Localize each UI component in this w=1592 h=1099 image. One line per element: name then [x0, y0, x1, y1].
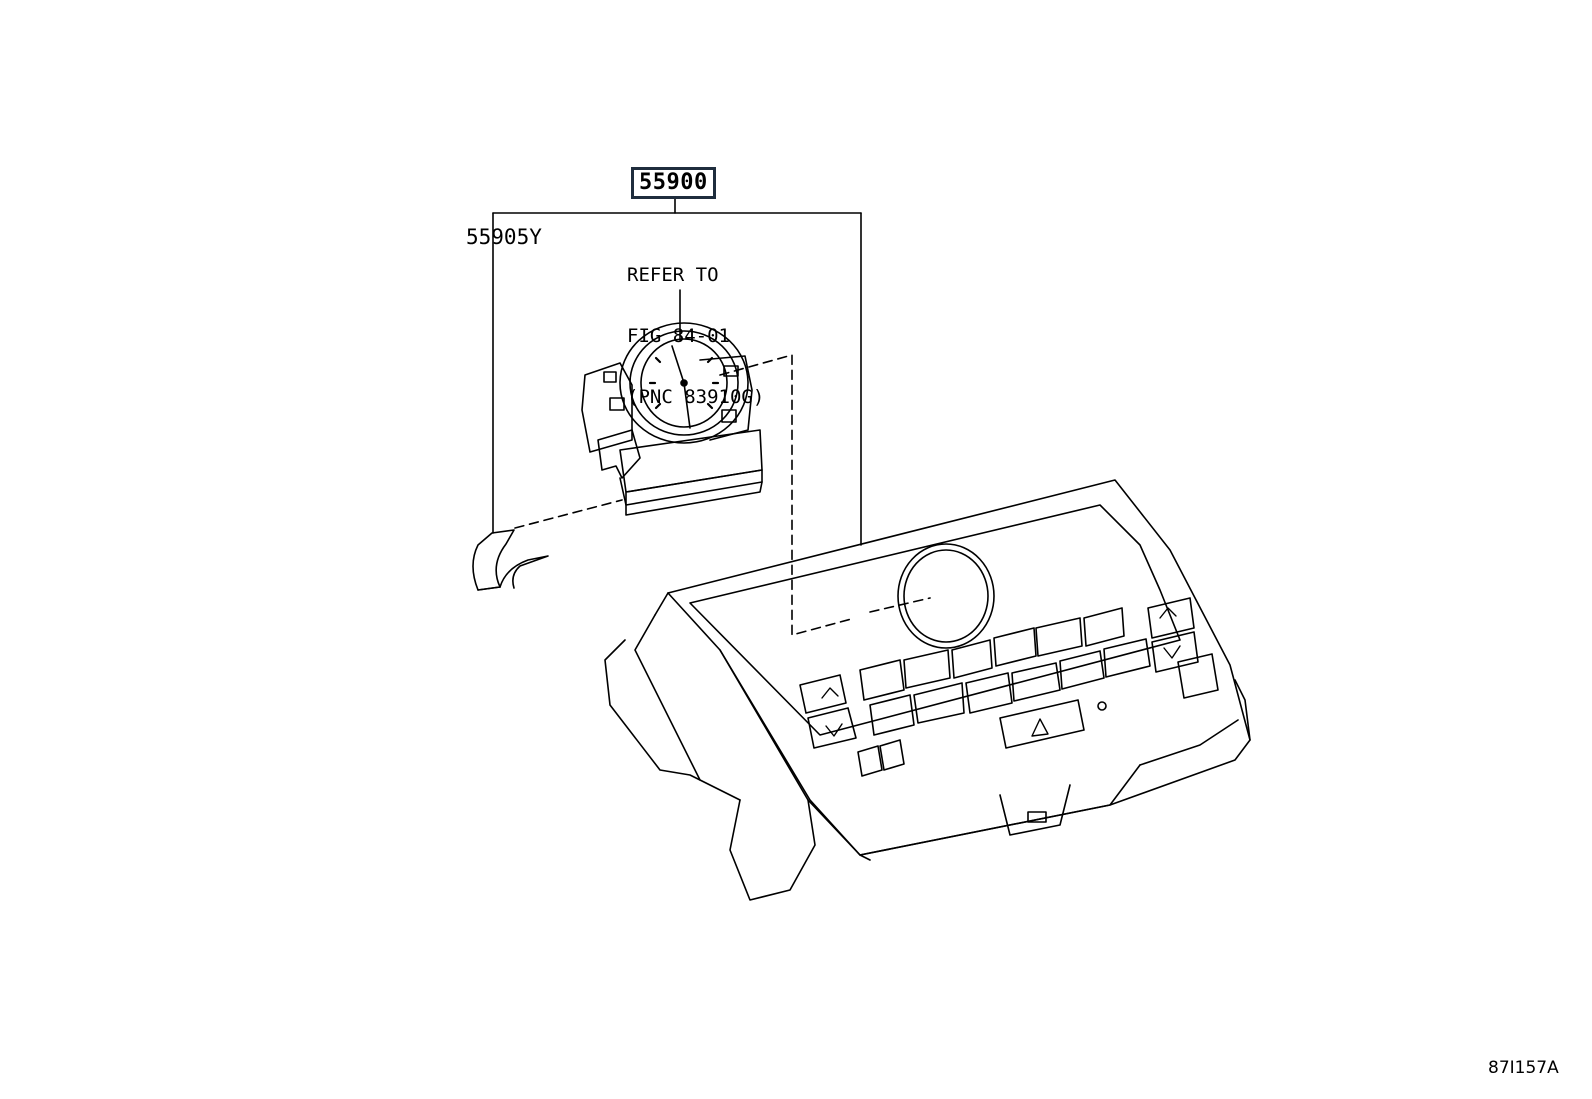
arrow-down-icon: [825, 723, 843, 737]
sub-part-number: 55905Y: [466, 225, 542, 249]
bracket-part-55905Y: [472, 529, 549, 591]
center-control-panel: [604, 479, 1251, 901]
hazard-triangle-icon: [1031, 718, 1049, 737]
leader-lines: [492, 196, 862, 546]
panel-buttons: [799, 597, 1219, 777]
reference-line-2: FIG 84-01: [627, 325, 730, 347]
reference-line-1: REFER TO: [627, 264, 719, 286]
arrow-up-icon: [821, 687, 839, 699]
clock-assembly: [581, 322, 763, 516]
reference-note: REFER TO FIG 84-01 (PNC 83910G): [627, 225, 764, 428]
figure-code: 87I157A: [1488, 1058, 1559, 1078]
reference-line-3: (PNC 83910G): [627, 386, 765, 408]
main-part-number: 55900: [631, 167, 716, 199]
installation-dashed-lines: [514, 354, 931, 636]
